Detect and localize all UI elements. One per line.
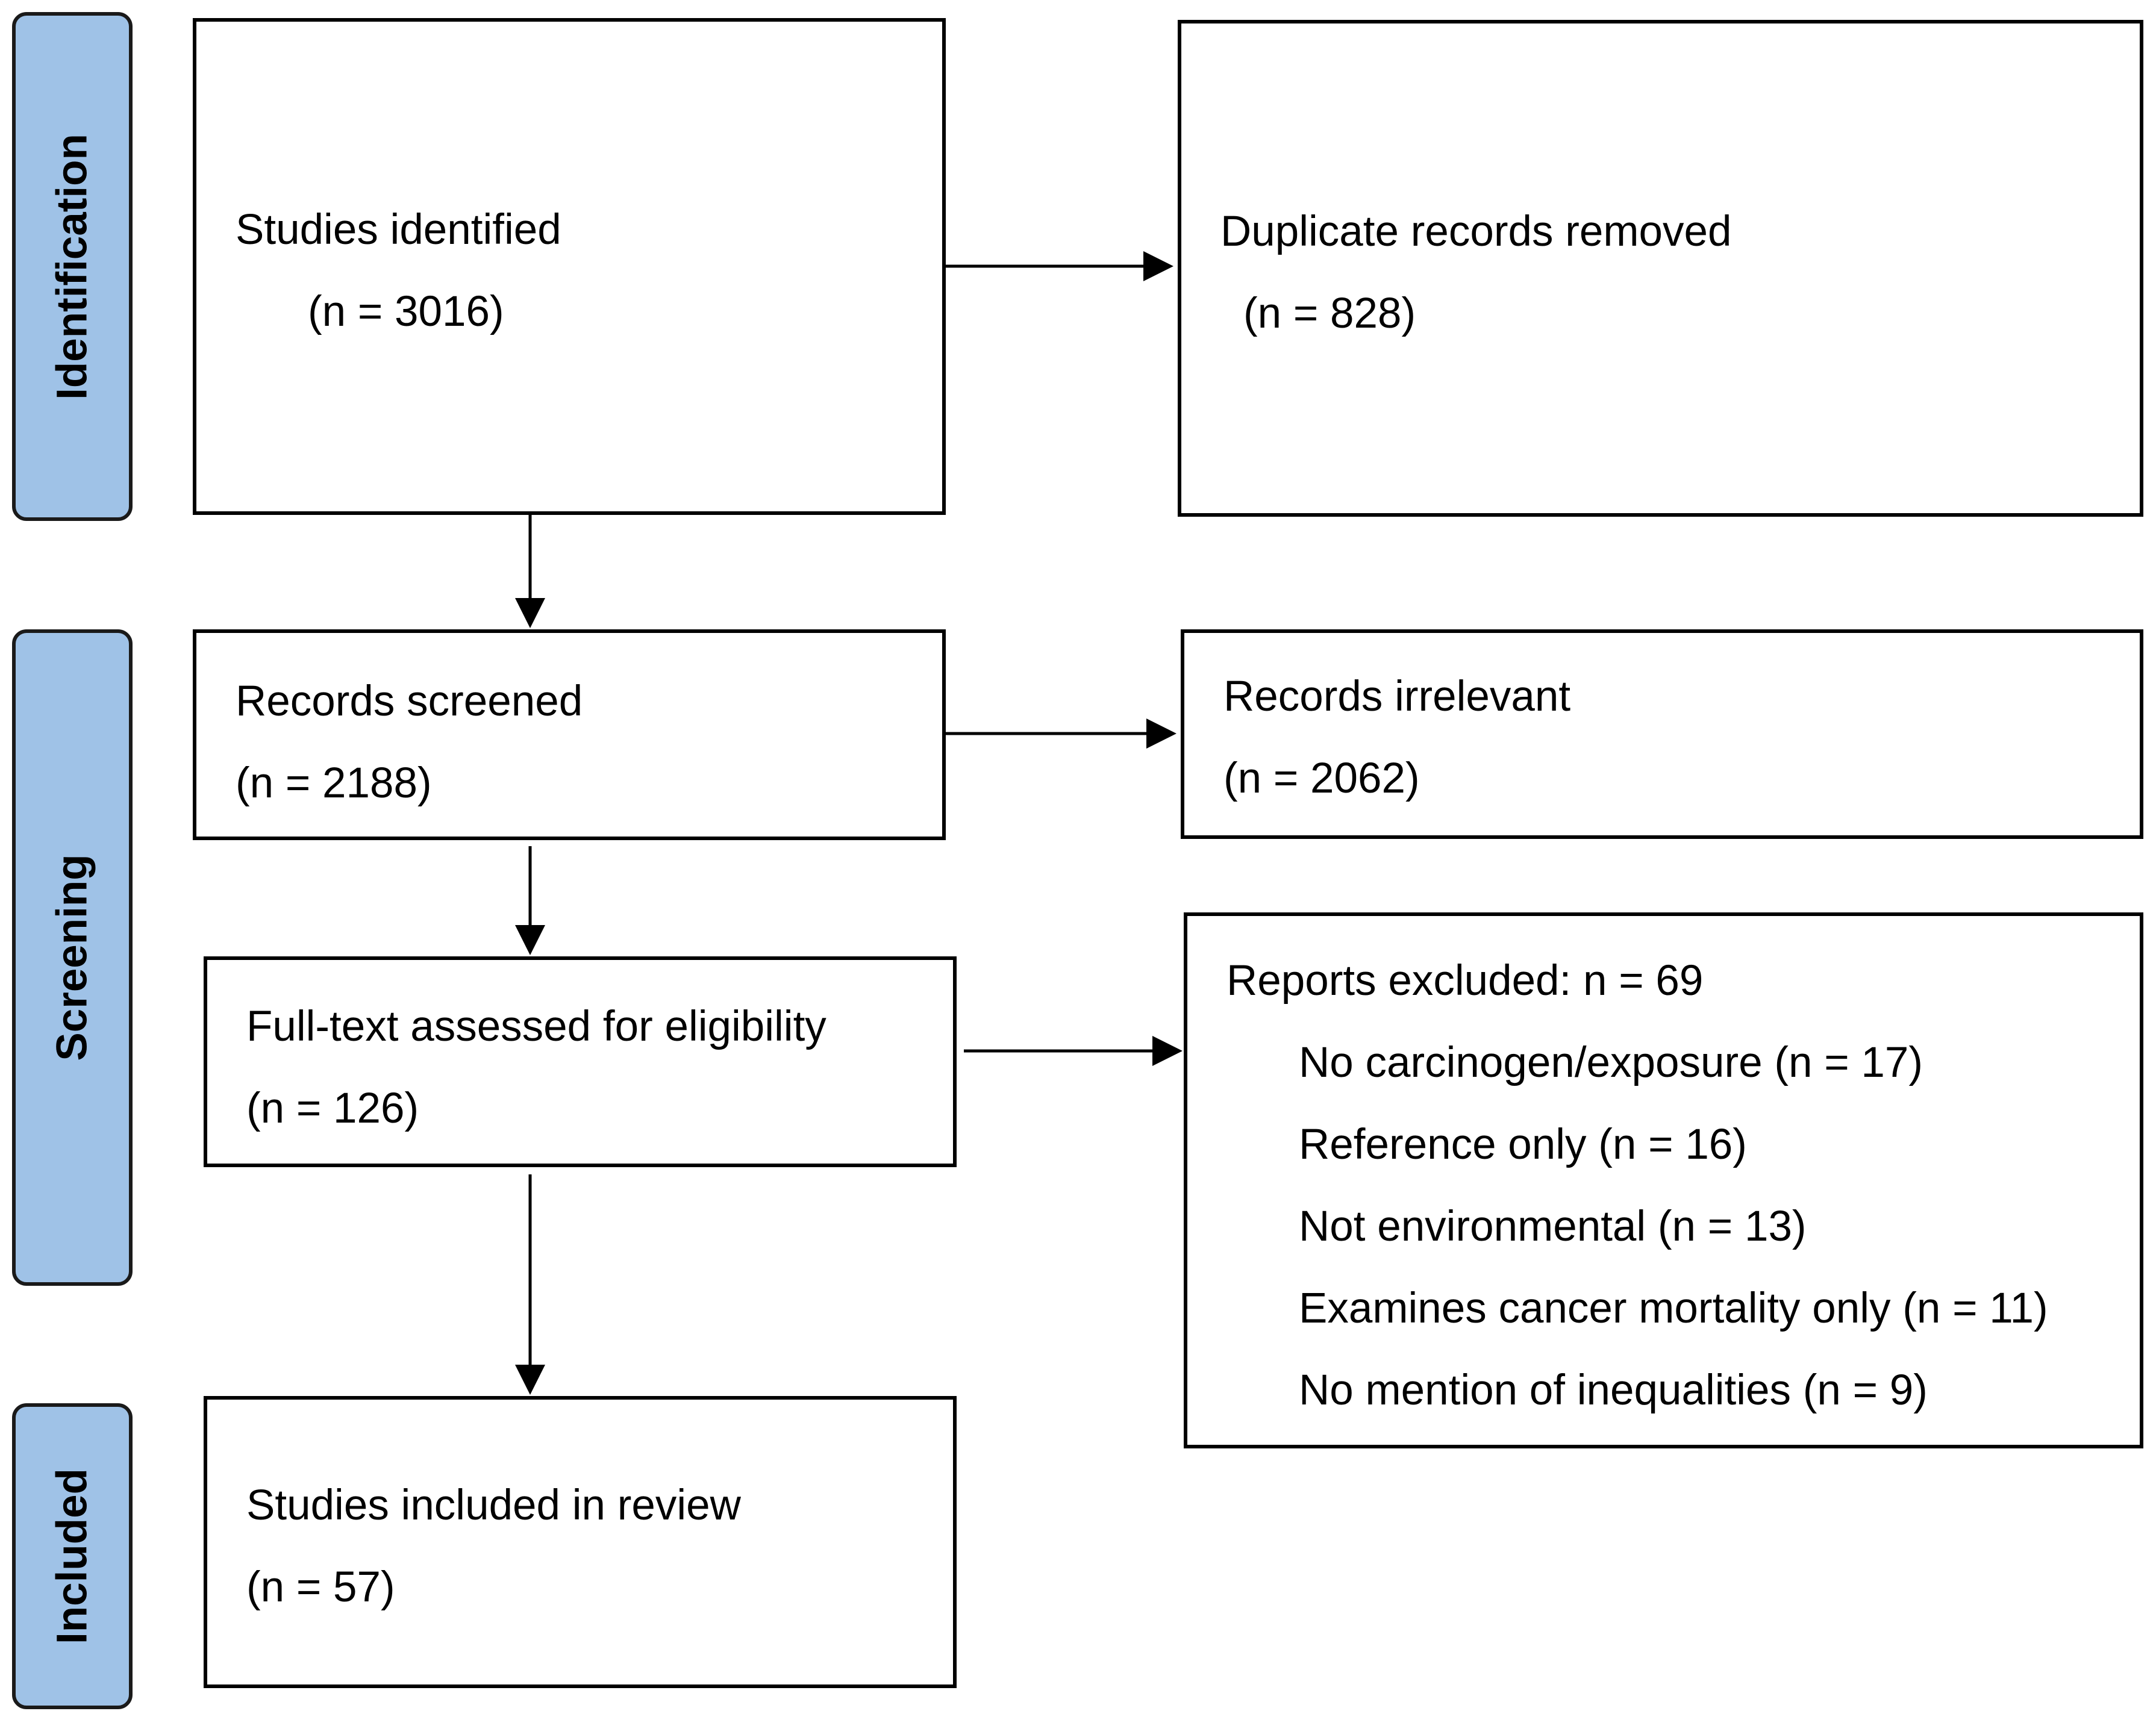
- arrowhead: [1143, 251, 1173, 281]
- exclusion-reason: No mention of inequalities (n = 9): [1299, 1367, 1928, 1414]
- fulltext-assessed-title: Full-text assessed for eligibility: [246, 1003, 826, 1050]
- box-duplicates-removed: Duplicate records removed (n = 828): [1178, 20, 2143, 517]
- phase-identification: Identification: [12, 12, 133, 521]
- box-records-screened: Records screened (n = 2188): [193, 629, 946, 840]
- arrowhead: [515, 598, 545, 628]
- box-reports-excluded: Reports excluded: n = 69 No carcinogen/e…: [1184, 912, 2143, 1448]
- exclusion-reason: Reference only (n = 16): [1299, 1121, 1747, 1168]
- duplicates-removed-title: Duplicate records removed: [1220, 208, 1732, 255]
- studies-identified-title: Studies identified: [236, 206, 561, 254]
- box-studies-identified: Studies identified (n = 3016): [193, 18, 946, 515]
- reports-excluded-title: Reports excluded: n = 69: [1226, 957, 1704, 1005]
- exclusion-reason: No carcinogen/exposure (n = 17): [1299, 1039, 1923, 1086]
- exclusion-reason: Examines cancer mortality only (n = 11): [1299, 1285, 2048, 1332]
- box-fulltext-assessed: Full-text assessed for eligibility (n = …: [204, 956, 957, 1167]
- box-studies-included: Studies included in review (n = 57): [204, 1396, 957, 1688]
- studies-included-title: Studies included in review: [246, 1482, 741, 1529]
- phase-included: Included: [12, 1403, 133, 1709]
- duplicates-removed-count: (n = 828): [1243, 290, 1416, 337]
- records-screened-title: Records screened: [236, 678, 583, 725]
- arrowhead: [1146, 718, 1176, 749]
- exclusion-reason: Not environmental (n = 13): [1299, 1203, 1807, 1250]
- records-irrelevant-count: (n = 2062): [1223, 755, 1420, 802]
- records-screened-count: (n = 2188): [236, 759, 432, 807]
- fulltext-assessed-count: (n = 126): [246, 1085, 419, 1132]
- arrowhead: [515, 1365, 545, 1395]
- records-irrelevant-title: Records irrelevant: [1223, 673, 1571, 720]
- box-records-irrelevant: Records irrelevant (n = 2062): [1181, 629, 2143, 839]
- studies-identified-count: (n = 3016): [308, 288, 504, 335]
- arrowhead: [515, 925, 545, 955]
- arrowhead: [1152, 1036, 1183, 1066]
- studies-included-count: (n = 57): [246, 1563, 395, 1611]
- phase-screening: Screening: [12, 629, 133, 1286]
